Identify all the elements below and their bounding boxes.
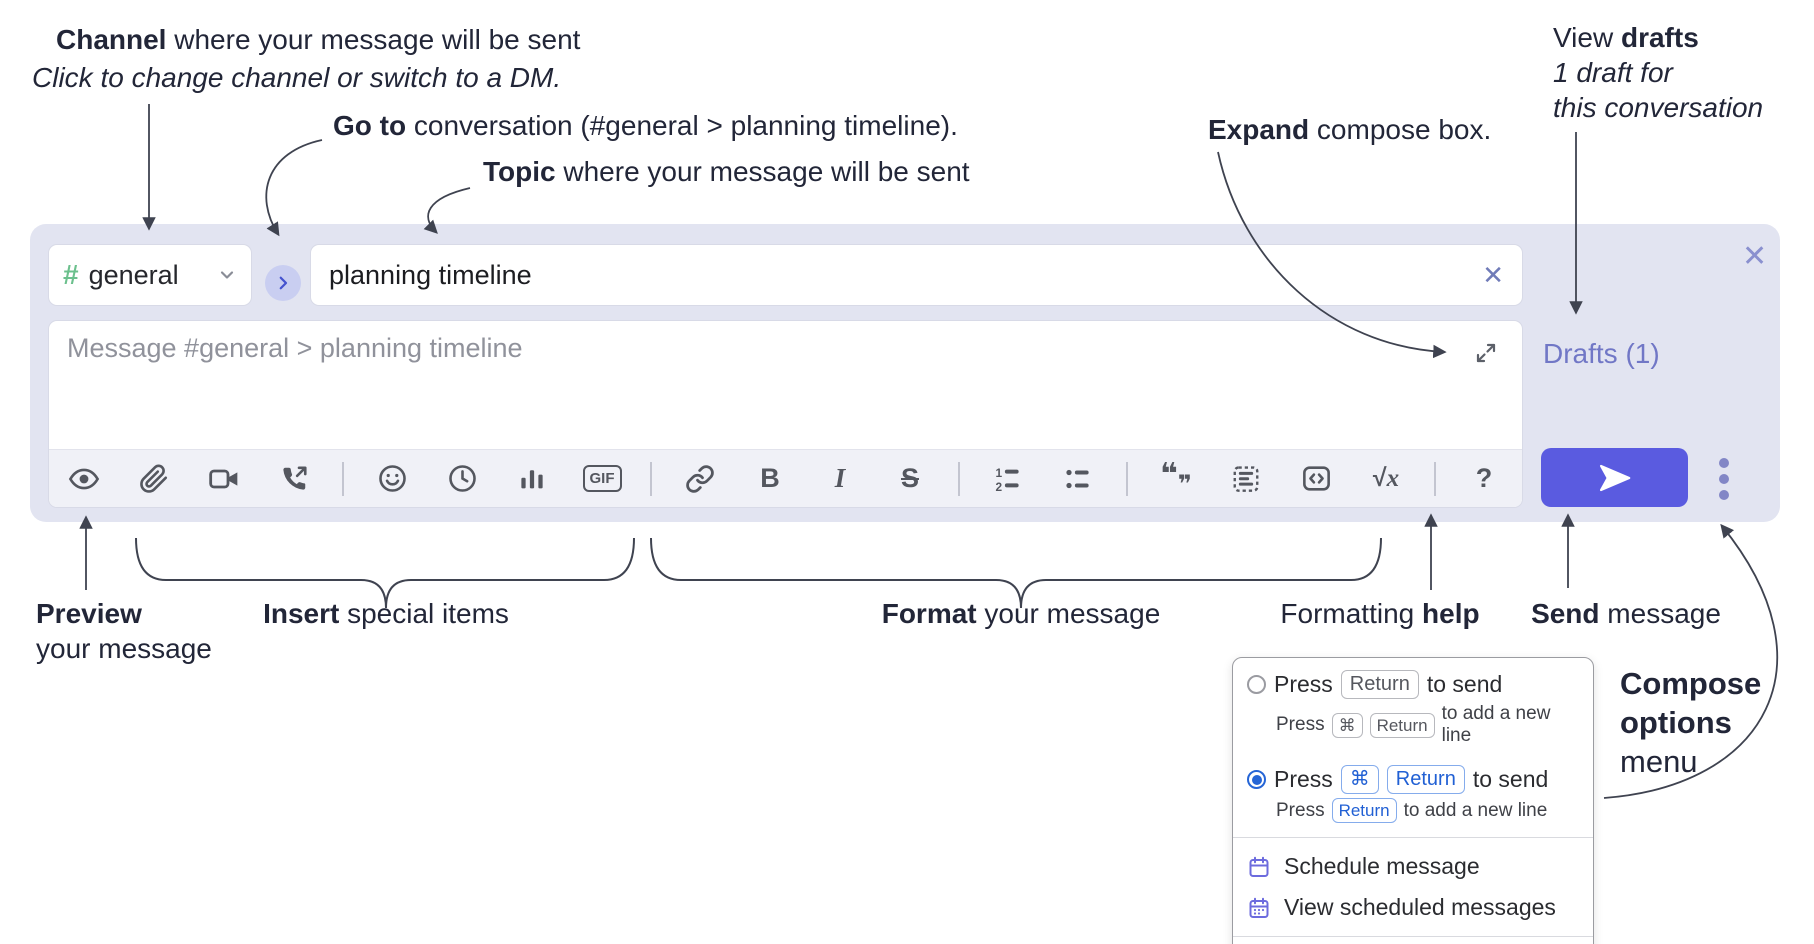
- annotation-channel-rest: where your message will be sent: [166, 24, 581, 55]
- chevron-right-icon: [279, 276, 288, 290]
- annotation-format: Format your message: [881, 598, 1161, 629]
- annotation-channel: Channel where your message will be sent: [56, 22, 580, 58]
- bulleted-list-icon[interactable]: [1056, 457, 1100, 501]
- menu-item-view-scheduled[interactable]: View scheduled messages: [1233, 887, 1593, 928]
- drafts-link[interactable]: Drafts (1): [1543, 338, 1660, 369]
- dot: [1719, 458, 1729, 468]
- strikethrough-icon[interactable]: S: [900, 463, 919, 493]
- dot: [1719, 474, 1729, 484]
- italic-icon[interactable]: I: [834, 463, 846, 493]
- return-keycap: Return: [1331, 798, 1397, 823]
- topic-input[interactable]: planning timeline ✕: [310, 244, 1523, 306]
- channel-hash-icon: #: [63, 259, 79, 290]
- annotation-insert: Insert special items: [263, 598, 509, 629]
- calendar-icon: [1247, 855, 1271, 879]
- annotation-send-message: Send message: [1531, 598, 1721, 629]
- menu-divider: [1233, 837, 1593, 838]
- poll-icon[interactable]: [510, 457, 554, 501]
- math-icon[interactable]: √x: [1372, 464, 1400, 492]
- toolbar-divider: [650, 461, 652, 496]
- message-placeholder: Message #general > planning timeline: [67, 333, 523, 363]
- return-keycap: Return: [1369, 712, 1435, 738]
- video-call-icon[interactable]: [202, 457, 246, 501]
- cmd-keycap: ⌘: [1340, 765, 1379, 794]
- bold-icon[interactable]: B: [760, 463, 780, 493]
- go-to-conversation-button[interactable]: [265, 265, 301, 301]
- connector-goto: [265, 139, 323, 237]
- send-button[interactable]: [1541, 448, 1688, 507]
- dot: [1719, 490, 1729, 500]
- radio-selected[interactable]: [1247, 770, 1266, 789]
- cmd-keycap: ⌘: [1331, 712, 1363, 738]
- emoji-icon[interactable]: [370, 457, 414, 501]
- toolbar-divider: [1434, 461, 1436, 496]
- annotation-expand: Expand compose box.: [1208, 114, 1492, 145]
- topic-value: planning timeline: [329, 259, 532, 290]
- help-icon[interactable]: ?: [1475, 463, 1493, 493]
- link-icon[interactable]: [678, 457, 722, 501]
- audio-call-icon[interactable]: [272, 457, 316, 501]
- send-option-return[interactable]: Press Return to send Press ⌘ Return to a…: [1233, 658, 1593, 753]
- annotation-channel-subtitle: Click to change channel or switch to a D…: [32, 62, 562, 93]
- annotation-goto: Go to conversation (#general > planning …: [333, 110, 958, 141]
- menu-divider: [1233, 936, 1593, 937]
- quote-icon[interactable]: ❝❞: [1160, 458, 1192, 498]
- annotation-compose-options: Compose options menu: [1620, 666, 1762, 779]
- radio-unselected[interactable]: [1247, 675, 1266, 694]
- menu-item-schedule-message[interactable]: Schedule message: [1233, 846, 1593, 887]
- expand-compose-icon[interactable]: [1474, 341, 1498, 365]
- annotation-formatting-help: Formatting help: [1280, 598, 1480, 629]
- gif-icon[interactable]: GIF: [580, 457, 624, 501]
- return-keycap: Return: [1386, 765, 1465, 794]
- return-keycap: Return: [1340, 670, 1419, 699]
- channel-name: general: [88, 259, 179, 290]
- attach-file-icon[interactable]: [132, 457, 176, 501]
- toolbar-divider: [1126, 461, 1128, 496]
- annotation-view-drafts: View drafts 1 draft for this conversatio…: [1553, 22, 1764, 123]
- compose-box: # general planning timeline ✕ ✕ Message …: [30, 224, 1780, 522]
- annotation-preview: Preview your message: [36, 598, 212, 664]
- svg-text:1: 1: [996, 466, 1003, 480]
- close-compose-icon[interactable]: ✕: [1742, 240, 1768, 273]
- send-option-cmd-return[interactable]: Press ⌘ Return to send Press Return to a…: [1233, 753, 1593, 829]
- chevron-down-icon: [217, 265, 237, 285]
- message-box[interactable]: Message #general > planning timeline: [48, 320, 1523, 508]
- time-icon[interactable]: [440, 457, 484, 501]
- compose-options-menu: Press Return to send Press ⌘ Return to a…: [1232, 657, 1594, 944]
- calendar-scheduled-icon: [1247, 896, 1271, 920]
- toolbar-divider: [342, 461, 344, 496]
- preview-eye-icon[interactable]: [62, 457, 106, 501]
- svg-text:2: 2: [996, 479, 1003, 493]
- spoiler-icon[interactable]: [1224, 457, 1268, 501]
- channel-selector[interactable]: # general: [48, 244, 252, 306]
- compose-options-button[interactable]: [1712, 454, 1736, 504]
- annotation-topic: Topic where your message will be sent: [483, 156, 970, 187]
- toolbar-divider: [958, 461, 960, 496]
- annotation-channel-bold: Channel: [56, 24, 167, 55]
- send-icon: [1599, 464, 1630, 491]
- clear-topic-icon[interactable]: ✕: [1482, 260, 1504, 290]
- code-icon[interactable]: [1294, 457, 1338, 501]
